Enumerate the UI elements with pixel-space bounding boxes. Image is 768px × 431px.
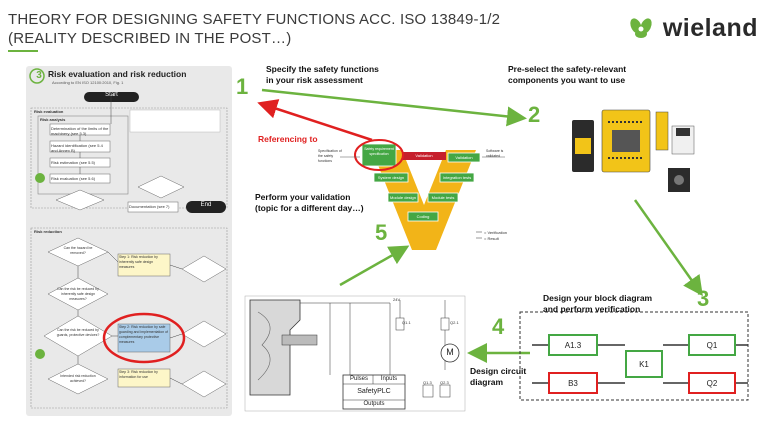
plc-pulses: Pulses <box>349 376 368 382</box>
step1-caption-line1: Specify the safety functions <box>266 64 379 74</box>
vmodel-system-design: System design <box>377 175 405 180</box>
step3-caption-line1: Design your block diagram <box>543 293 653 303</box>
logo-text: wieland <box>662 14 758 42</box>
vmodel-spec-label: Specification of the safety functions <box>318 149 342 163</box>
panel-step-number: 3 <box>36 70 42 81</box>
vmodel-legend-verification: = Verification <box>484 230 508 235</box>
step4-caption-line2: diagram <box>470 377 504 387</box>
block-b3: B3 <box>548 372 598 394</box>
question-remove: Can the hazard be removed? <box>63 246 93 255</box>
vmodel-safety-req: Safety requirement specification <box>364 147 394 156</box>
vmodel-integration-tests: Integration tests <box>442 175 472 180</box>
step1-box: Step 1: Risk reduction by inherently saf… <box>119 255 158 269</box>
block-a13: A1.3 <box>548 334 598 356</box>
block-q2: Q2 <box>688 372 736 394</box>
vmodel-module-design: Module design <box>389 195 417 200</box>
circuit-q11: Q1.1 <box>402 320 411 325</box>
step-number-4: 4 <box>492 314 505 339</box>
vmodel-validation-bar: Validation <box>415 153 433 158</box>
panel-subtitle: According to EN ISO 12100:2010, Fig. 1 <box>52 80 124 85</box>
vmodel-validation-right: Validation <box>455 155 473 160</box>
start-pill: Start <box>105 92 118 98</box>
plc-inputs: Inputs <box>380 376 398 382</box>
step3-caption: Design your block diagram and perform ve… <box>543 293 652 315</box>
question-inherent: Can the risk be reduced by inherently sa… <box>57 287 99 301</box>
flow-box-estimation: Risk estimation (see 5.5) <box>51 160 96 165</box>
step-number-2: 2 <box>528 102 541 127</box>
block-q1: Q1 <box>688 334 736 356</box>
step2-caption-line2: components you want to use <box>508 75 626 85</box>
wieland-logo: wieland <box>627 14 758 43</box>
flow-box-documentation: Documentation (see 7) <box>129 204 170 209</box>
plc-outputs: Outputs <box>363 401 385 407</box>
vmodel-legend-result: = Result <box>484 236 499 241</box>
referencing-label: Referencing to <box>258 134 318 144</box>
step3-box: Step 3: Risk reduction by information fo… <box>119 370 158 379</box>
circuit-q13: Q1.3 <box>423 380 432 385</box>
circuit-voltage: 24V <box>393 297 401 302</box>
page-title-line2: (REALITY DESCRIBED IN THE POST…) <box>8 30 292 47</box>
flow-box-limits: Determination of the limits of the machi… <box>51 126 109 136</box>
risk-analysis-label: Risk analysis <box>40 117 66 122</box>
page-title-line1: THEORY FOR DESIGNING SAFETY FUNCTIONS AC… <box>8 11 501 28</box>
panel-title: Risk evaluation and risk reduction <box>48 69 187 79</box>
step4-caption-line1: Design circuit <box>470 366 527 376</box>
flow-box-hazard: Hazard identification (see 5.4 and Annex… <box>51 143 103 153</box>
step1-caption-line2: in your risk assessment <box>266 75 363 85</box>
step-number-3: 3 <box>697 286 710 311</box>
step5-caption: Perform your validation (topic for a dif… <box>255 192 364 214</box>
title-underline <box>8 50 38 52</box>
circuit-q21: Q2.1 <box>450 320 459 325</box>
step3-caption-line2: and perform verification <box>543 304 641 314</box>
plc-name: SafetyPLC <box>357 388 391 395</box>
step2-caption: Pre-select the safety-relevant component… <box>508 64 626 86</box>
step5-caption-line2: (topic for a different day…) <box>255 203 364 213</box>
flow-box-evaluation: Risk evaluation (see 5.6) <box>51 176 96 181</box>
risk-reduction-label: Risk reduction <box>34 229 62 234</box>
risk-flowchart <box>29 68 228 409</box>
risk-evaluation-label: Risk evaluation <box>34 109 64 114</box>
vmodel-result-label: Software is validated <box>486 149 504 158</box>
step-number-5: 5 <box>375 220 388 245</box>
step2-box: Step 2: Risk reduction by safe guarding … <box>119 325 169 344</box>
question-guards: Can the risk be reduced by guards, prote… <box>56 328 100 337</box>
step5-caption-line1: Perform your validation <box>255 192 351 202</box>
motor-symbol: M <box>446 347 454 357</box>
step1-caption: Specify the safety functions in your ris… <box>266 64 379 86</box>
vmodel-coding: Coding <box>416 214 430 219</box>
circuit-q23: Q2.3 <box>440 380 449 385</box>
step4-caption: Design circuit diagram <box>470 366 526 388</box>
vmodel-module-tests: Module tests <box>431 195 455 200</box>
question-achieved: Intended risk reduction achieved? <box>60 374 96 383</box>
end-pill: End <box>200 202 212 208</box>
step2-caption-line1: Pre-select the safety-relevant <box>508 64 627 74</box>
block-k1: K1 <box>625 350 663 378</box>
wieland-flower-icon <box>630 17 652 38</box>
step-number-1: 1 <box>236 74 249 99</box>
page-title: THEORY FOR DESIGNING SAFETY FUNCTIONS AC… <box>8 10 500 48</box>
